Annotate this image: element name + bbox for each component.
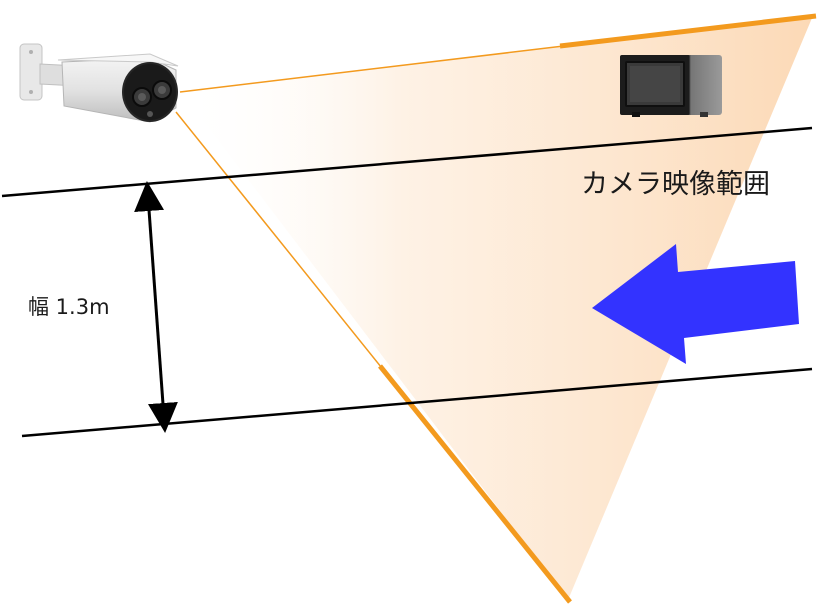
width-label: 幅 1.3m	[28, 295, 110, 319]
camera-view-range-label: カメラ映像範囲	[581, 169, 770, 200]
bullet-thermal-camera-icon	[20, 44, 178, 122]
width-dimension-arrow	[148, 196, 164, 418]
blackbody-calibrator-icon	[620, 55, 722, 117]
